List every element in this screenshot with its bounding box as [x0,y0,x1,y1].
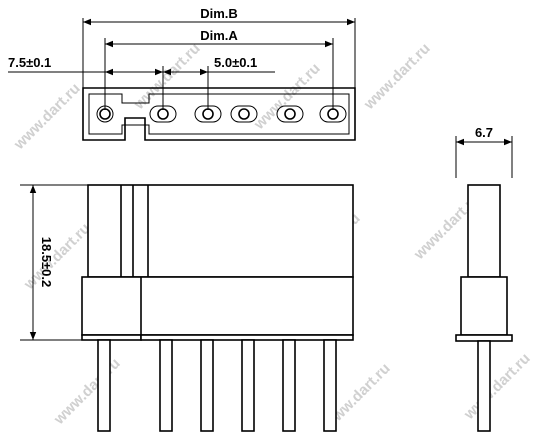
pin-lead [282,339,296,432]
pin-lead [241,339,255,432]
side-body-lower [460,276,508,336]
pin-pad [96,105,114,123]
dim-b-label: Dim.B [200,6,238,21]
pin-hole [238,108,250,120]
front-body-lower [81,276,354,336]
dim-a-label: Dim.A [200,28,238,43]
pin-hole [327,108,339,120]
pin-pad [194,105,222,123]
pin-lead [97,339,111,432]
front-pins [97,339,337,432]
watermark: www.dart.ru [360,40,434,114]
pin-hole [99,108,111,120]
side-body-upper [467,184,501,278]
watermark: www.dart.ru [10,80,84,154]
watermark: www.dart.ru [460,350,534,424]
side-pin [477,340,491,432]
pin-pad [230,105,258,123]
first-pitch-label: 7.5±0.1 [8,55,51,70]
pin-lead [323,339,337,432]
pin-pad [276,105,304,123]
height-label: 18.5±0.2 [39,237,54,288]
pin-lead [159,339,173,432]
width-label: 6.7 [475,125,493,140]
pin-lead [200,339,214,432]
top-body-outline [82,87,356,141]
top-body-inner [88,93,350,135]
front-view: 18.5±0.2 [20,184,354,432]
front-foot-left [81,334,142,341]
top-pins [96,105,347,123]
pin-hole [284,108,296,120]
top-view: Dim.B Dim.A 7.5±0.1 5.0±0.1 [8,6,356,141]
side-view: 6.7 [455,125,513,432]
pin-pad [149,105,177,123]
front-body-upper [87,184,354,278]
pitch-label: 5.0±0.1 [214,55,257,70]
pin-hole [157,108,169,120]
pin-hole [202,108,214,120]
pin-pad [319,105,347,123]
watermark: www.dart.ru [130,40,204,114]
side-foot [455,334,513,342]
watermark: www.dart.ru [50,355,124,429]
